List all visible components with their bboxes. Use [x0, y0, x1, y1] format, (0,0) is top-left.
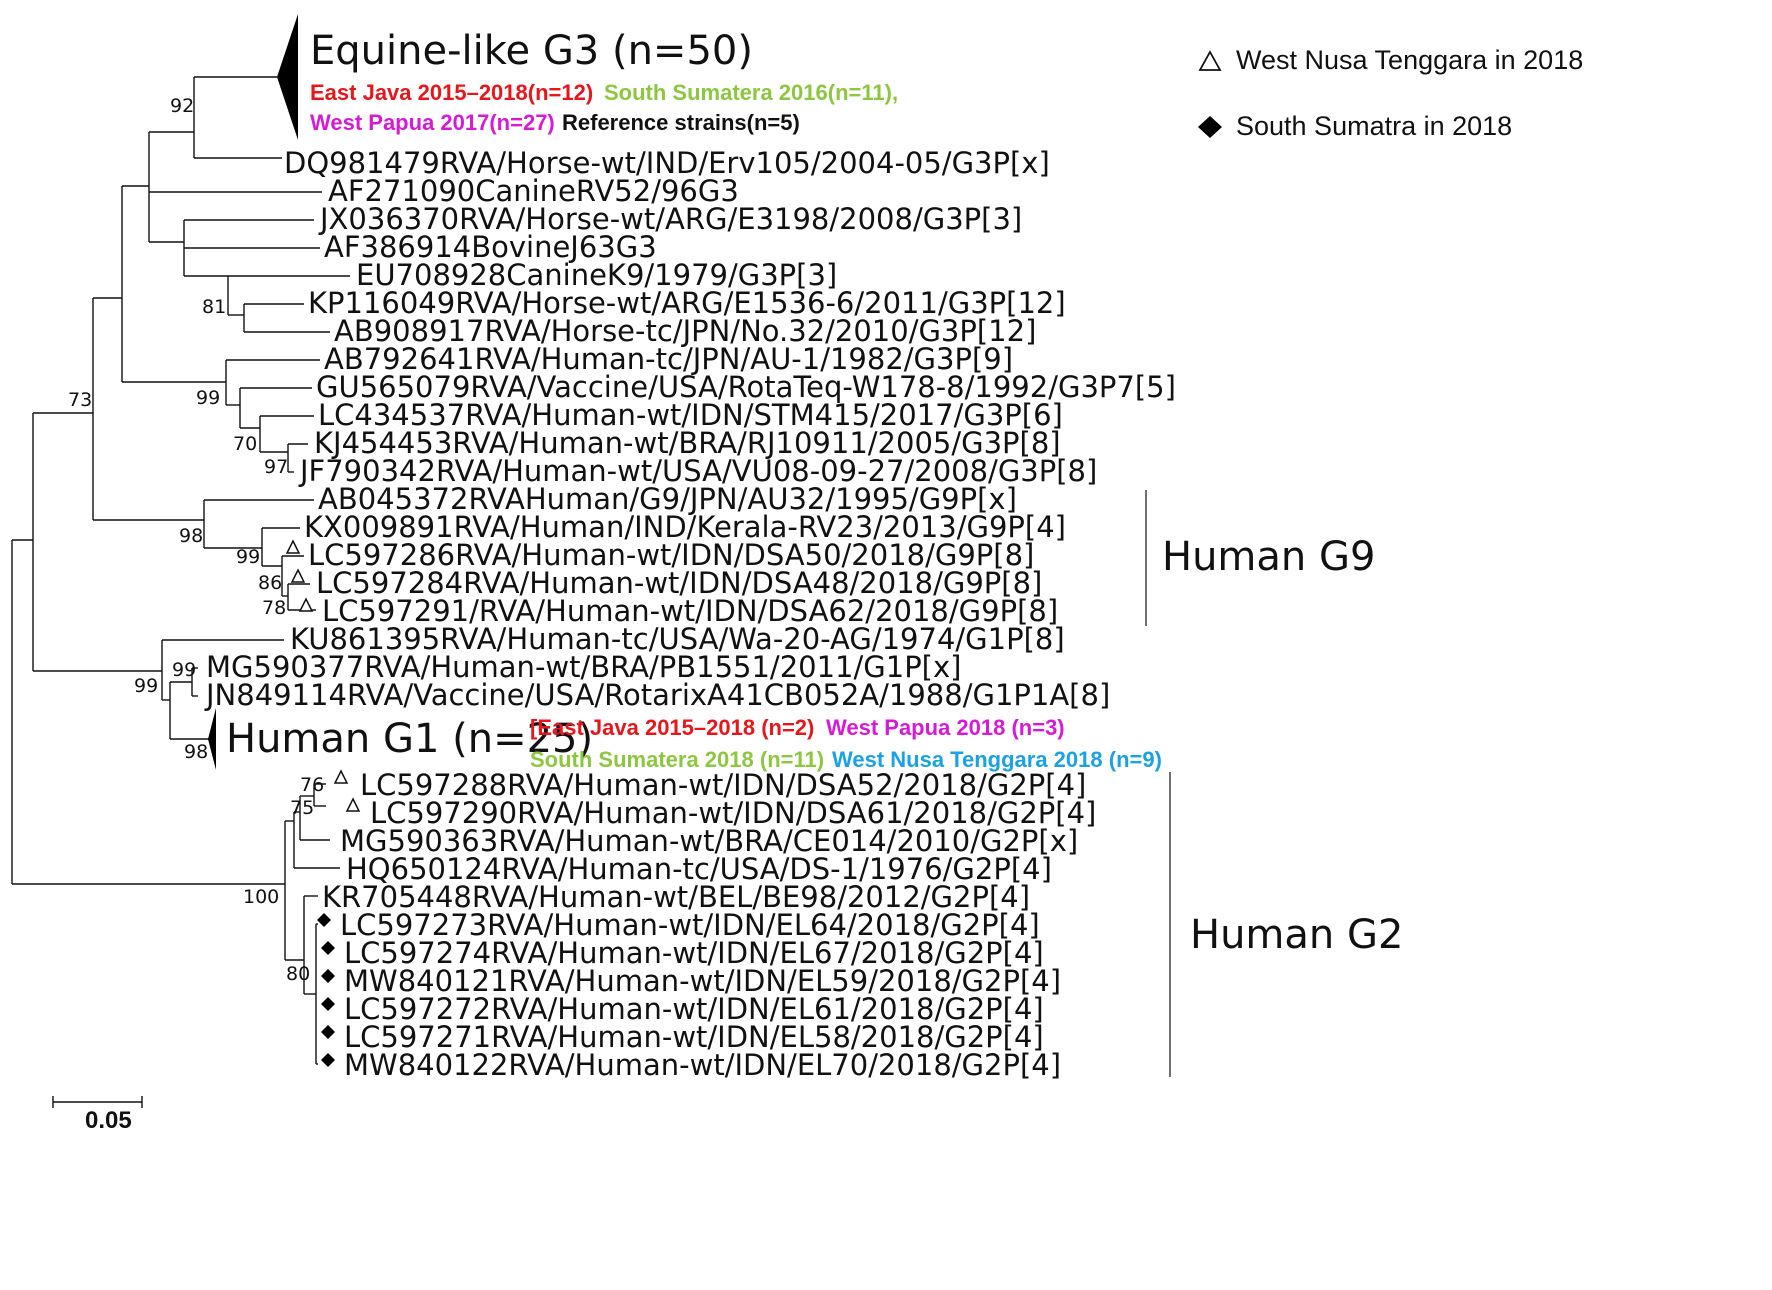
bootstrap-value: 78: [262, 597, 286, 619]
diamond-icon: [321, 1053, 335, 1067]
leaf-label: HQ650124RVA/Human-tc/USA/DS-1/1976/G2P[4…: [346, 852, 1052, 886]
leaf-label: LC597272RVA/Human-wt/IDN/EL61/2018/G2P[4…: [344, 992, 1044, 1026]
diamond-icon: [321, 1025, 335, 1039]
tree-branches: [11, 76, 350, 1065]
equine-reference: Reference strains(n=5): [562, 110, 800, 135]
bootstrap-value: 97: [264, 456, 288, 478]
scale-bar-label: 0.05: [85, 1107, 132, 1134]
human-g2-label: Human G2: [1190, 912, 1403, 958]
bootstrap-value: 81: [202, 296, 226, 318]
bootstrap-value: 99: [236, 546, 260, 568]
leaf-label: AF386914BovineJ63G3: [324, 230, 657, 264]
equine-g3-collapsed-clade: [277, 14, 298, 140]
leaf-label: LC597273RVA/Human-wt/IDN/EL64/2018/G2P[4…: [340, 908, 1040, 942]
bootstrap-value: 76: [300, 774, 324, 796]
bootstrap-value: 99: [196, 387, 220, 409]
human-g9-label: Human G9: [1162, 534, 1375, 580]
leaf-label: LC597286RVA/Human-wt/IDN/DSA50/2018/G9P[…: [308, 538, 1034, 572]
south-sumatra-markers: [317, 913, 335, 1067]
legend: West Nusa Tenggara in 2018 South Sumatra…: [1198, 45, 1583, 141]
g1-east-java: [East Java 2015–2018 (n=2): [530, 715, 814, 740]
leaf-label: JN849114RVA/Vaccine/USA/RotarixA41CB052A…: [204, 678, 1110, 712]
bootstrap-value: 100: [243, 886, 279, 908]
leaf-label: KR705448RVA/Human-wt/BEL/BE98/2012/G2P[4…: [322, 880, 1030, 914]
scale-bar: 0.05: [52, 1096, 143, 1134]
leaf-label: AB792641RVA/Human-tc/JPN/AU-1/1982/G3P[9…: [324, 342, 1013, 376]
human-g1-collapsed-clade: [208, 708, 216, 770]
triangle-icon: [1198, 50, 1222, 71]
diamond-icon: [321, 997, 335, 1011]
leaf-label: JF790342RVA/Human-wt/USA/VU08-09-27/2008…: [298, 454, 1097, 488]
bootstrap-value: 75: [290, 797, 314, 819]
legend-diamond-label: South Sumatra in 2018: [1236, 111, 1512, 141]
triangle-icon: [290, 568, 306, 583]
leaf-label: JX036370RVA/Horse-wt/ARG/E3198/2008/G3P[…: [318, 202, 1022, 236]
triangle-icon: [333, 769, 349, 784]
triangle-icon: [345, 797, 361, 812]
bootstrap-value: 70: [233, 433, 257, 455]
g1-west-papua: West Papua 2018 (n=3): [826, 715, 1065, 740]
leaf-label: MW840121RVA/Human-wt/IDN/EL59/2018/G2P[4…: [344, 964, 1061, 998]
leaf-label: MG590363RVA/Human-wt/BRA/CE014/2010/G2P[…: [340, 824, 1078, 858]
legend-triangle-label: West Nusa Tenggara in 2018: [1236, 45, 1583, 75]
west-nusa-tenggara-markers: [285, 539, 361, 812]
leaf-label: LC597288RVA/Human-wt/IDN/DSA52/2018/G2P[…: [360, 768, 1086, 802]
triangle-icon: [298, 597, 314, 612]
bootstrap-value: 80: [286, 963, 310, 985]
leaf-label: LC597290RVA/Human-wt/IDN/DSA61/2018/G2P[…: [370, 796, 1096, 830]
bootstrap-value: 98: [184, 741, 208, 763]
bootstrap-value: 99: [172, 659, 196, 681]
leaf-label: KX009891RVA/Human/IND/Kerala-RV23/2013/G…: [304, 510, 1066, 544]
bootstrap-value: 99: [134, 675, 158, 697]
triangle-icon: [285, 539, 301, 554]
leaf-label: DQ981479RVA/Horse-wt/IND/Erv105/2004-05/…: [284, 146, 1050, 180]
g1-south-sumatera: South Sumatera 2018 (n=11): [530, 747, 824, 772]
equine-east-java: East Java 2015–2018(n=12): [310, 80, 593, 105]
bootstrap-value: 86: [258, 572, 282, 594]
leaf-label: EU708928CanineK9/1979/G3P[3]: [356, 258, 837, 292]
leaf-label: LC597274RVA/Human-wt/IDN/EL67/2018/G2P[4…: [344, 936, 1044, 970]
leaf-label: AB045372RVAHuman/G9/JPN/AU32/1995/G9P[x]: [318, 482, 1017, 516]
leaf-label: KP116049RVA/Horse-wt/ARG/E1536-6/2011/G3…: [308, 286, 1066, 320]
leaf-label: GU565079RVA/Vaccine/USA/RotaTeq-W178-8/1…: [316, 370, 1176, 404]
equine-west-papua: West Papua 2017(n=27): [310, 110, 555, 135]
bootstrap-value: 73: [68, 389, 92, 411]
leaf-label: LC597291/RVA/Human-wt/IDN/DSA62/2018/G9P…: [322, 594, 1058, 628]
equine-g3-title: Equine-like G3 (n=50): [310, 28, 753, 74]
g1-west-nusa-tenggara: West Nusa Tenggara 2018 (n=9): [832, 747, 1162, 772]
human-g1-title: Human G1 (n=25): [226, 716, 593, 762]
diamond-icon: [321, 941, 335, 955]
bootstrap-value: 92: [170, 95, 194, 117]
bootstrap-value: 98: [179, 525, 203, 547]
diamond-icon: [1198, 116, 1222, 138]
diamond-icon: [321, 969, 335, 983]
bootstrap-values: 92 81 73 99 70 97 98 99 86 78 99 99 98 7…: [68, 95, 324, 985]
leaf-label: LC597284RVA/Human-wt/IDN/DSA48/2018/G9P[…: [316, 566, 1042, 600]
leaf-label: KU861395RVA/Human-tc/USA/Wa-20-AG/1974/G…: [290, 622, 1065, 656]
leaf-label: MW840122RVA/Human-wt/IDN/EL70/2018/G2P[4…: [344, 1048, 1061, 1082]
leaf-label: LC597271RVA/Human-wt/IDN/EL58/2018/G2P[4…: [344, 1020, 1044, 1054]
leaf-labels: DQ981479RVA/Horse-wt/IND/Erv105/2004-05/…: [204, 146, 1176, 1082]
leaf-label: LC434537RVA/Human-wt/IDN/STM415/2017/G3P…: [318, 398, 1063, 432]
leaf-label: AF271090CanineRV52/96G3: [328, 174, 739, 208]
leaf-label: AB908917RVA/Horse-tc/JPN/No.32/2010/G3P[…: [334, 314, 1036, 348]
leaf-label: MG590377RVA/Human-wt/BRA/PB1551/2011/G1P…: [206, 650, 961, 684]
equine-south-sumatera: South Sumatera 2016(n=11),: [604, 80, 898, 105]
leaf-label: KJ454453RVA/Human-wt/BRA/RJ10911/2005/G3…: [314, 426, 1061, 460]
diamond-icon: [317, 913, 331, 927]
